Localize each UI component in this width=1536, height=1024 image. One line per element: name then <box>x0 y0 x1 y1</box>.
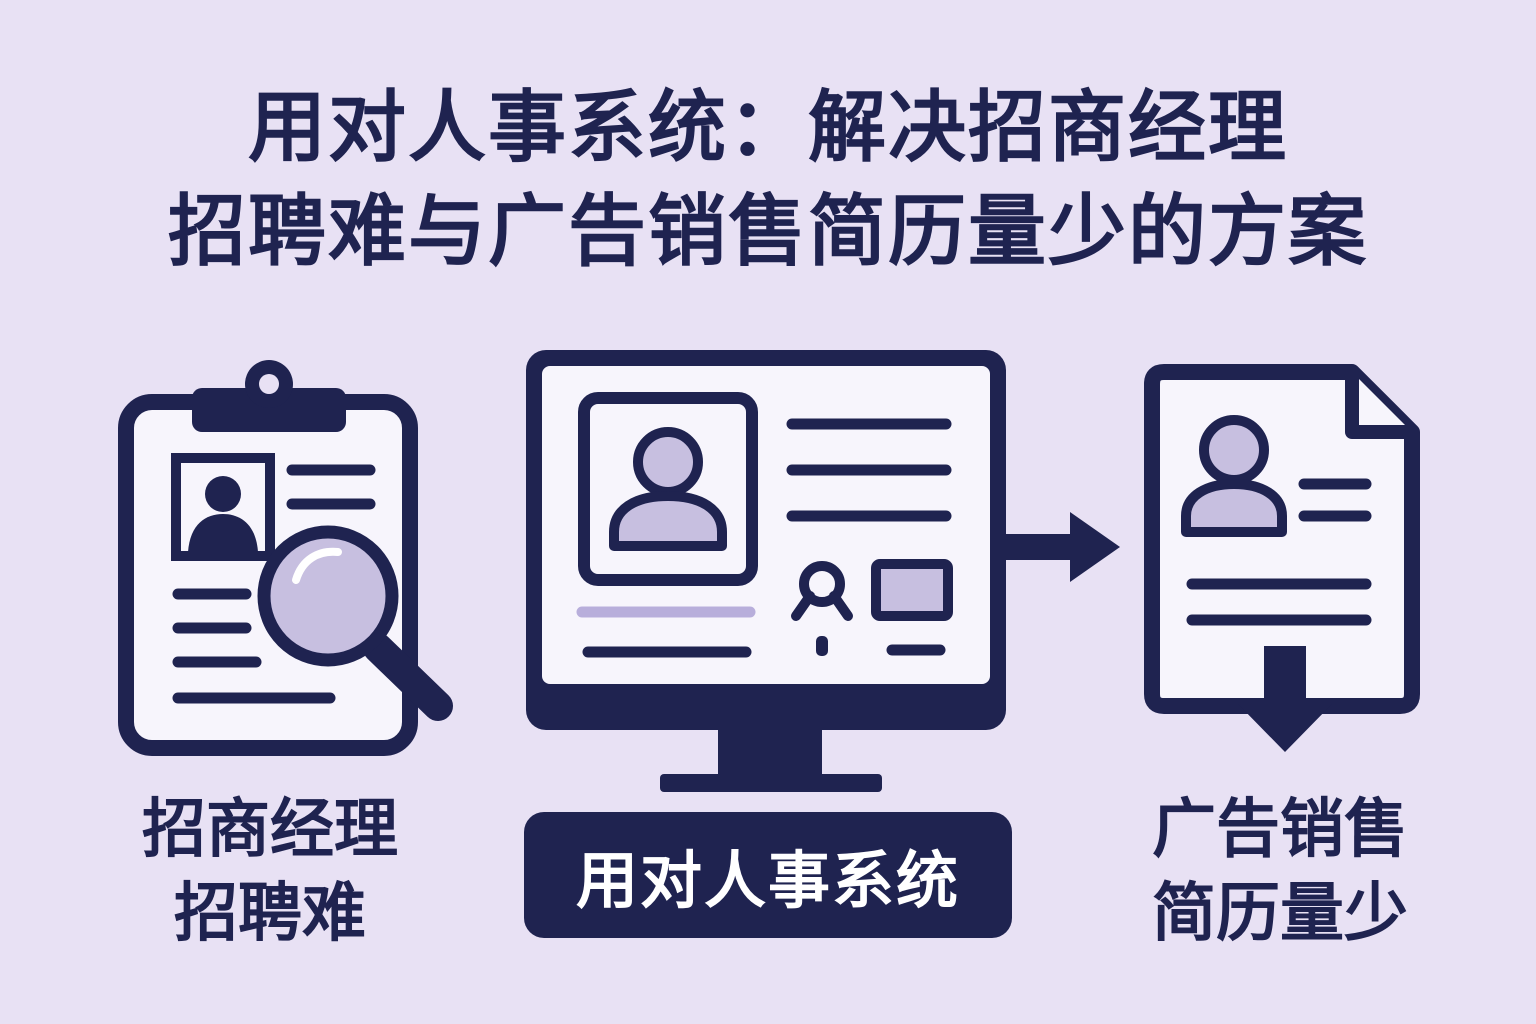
resume-avatar-icon <box>1181 415 1287 537</box>
right-caption-line-1: 广告销售 <box>1152 793 1408 867</box>
title-line-1: 用对人事系统：解决招商经理 <box>247 83 1288 173</box>
card-icon <box>871 559 953 621</box>
flow-arrow-icon <box>1004 512 1120 582</box>
system-label: 用对人事系统 <box>575 844 960 917</box>
left-caption-line-1: 招商经理 <box>142 793 398 867</box>
left-caption: 招商经理 招聘难 <box>110 788 430 956</box>
clipboard-text-lines <box>172 464 376 704</box>
system-label-pill: 用对人事系统 <box>524 812 1012 938</box>
resume-text-lines <box>1186 478 1372 626</box>
down-arrow-icon <box>1238 646 1332 752</box>
page-title: 用对人事系统：解决招商经理 招聘难与广告销售简历量少的方案 <box>0 76 1536 284</box>
right-caption: 广告销售 简历量少 <box>1120 788 1440 956</box>
profile-photo-icon <box>171 453 275 561</box>
right-caption-line-2: 简历量少 <box>1152 877 1408 951</box>
user-badge-icon <box>791 561 853 656</box>
magnifier-icon <box>257 525 453 721</box>
monitor-text-lines <box>576 418 952 658</box>
title-line-2: 招聘难与广告销售简历量少的方案 <box>167 187 1368 277</box>
left-caption-line-2: 招聘难 <box>174 877 366 951</box>
user-avatar-icon <box>578 392 758 586</box>
